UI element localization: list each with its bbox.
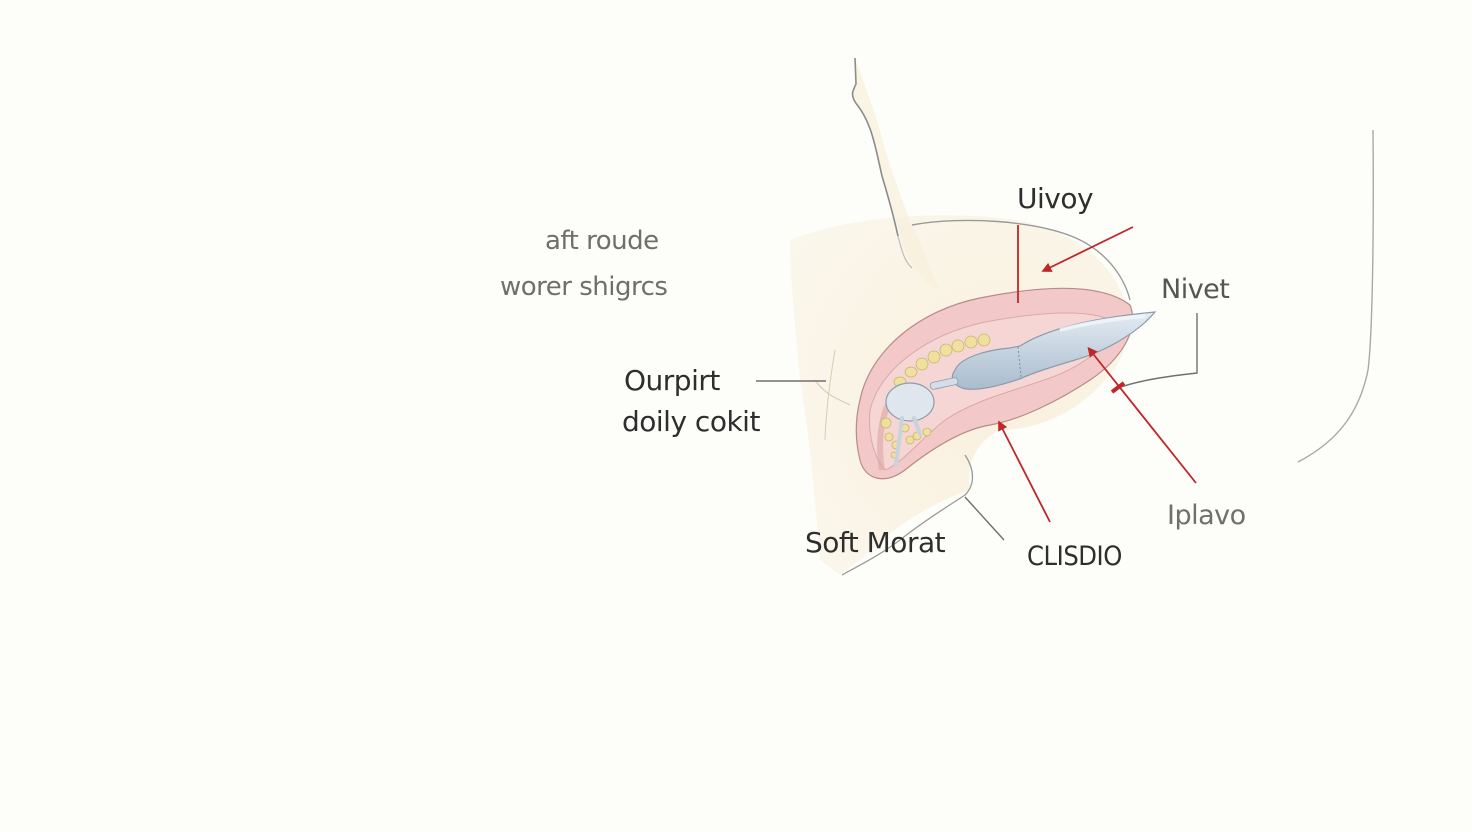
clisdio-arrow [998,420,1051,523]
label-iplavo: Iplavo [1167,500,1246,531]
label-nivet: Nivet [1161,274,1230,305]
label-doily-cokit: doily cokit [622,405,760,438]
label-soft-morat: Soft Morat [805,526,946,559]
nivet-arrow-tip [1110,381,1126,394]
leader-lines [756,313,1198,541]
label-clisdio: CLISDIO [1027,541,1122,572]
label-ourpirt: Ourpirt [624,364,720,397]
label-uivoy: Uivoy [1017,182,1094,215]
uivoy-arrow [1041,226,1134,272]
label-worer-shigrcs: worer shigrcs [500,272,668,302]
label-aft-roude: aft roude [545,226,659,256]
iplavo-arrow [1087,346,1197,484]
instrument [885,311,1157,467]
clisdio-leader [964,496,1005,541]
arrows [998,225,1197,523]
nivet-leader [1117,313,1198,389]
